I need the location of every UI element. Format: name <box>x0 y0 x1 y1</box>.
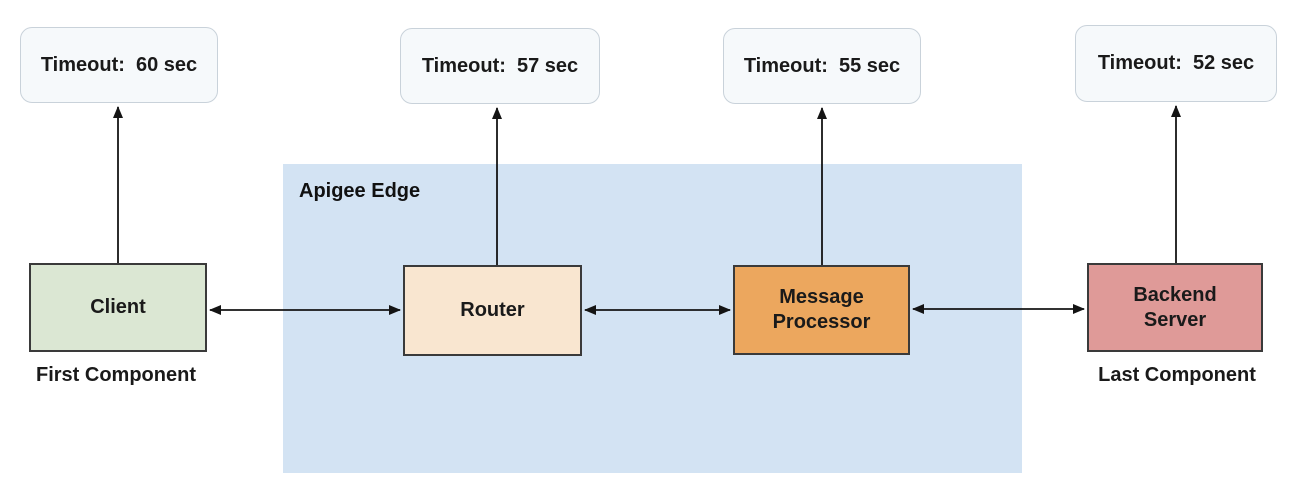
apigee-edge-region: Apigee Edge <box>283 164 1022 473</box>
timeout-pill-client: Timeout: 60 sec <box>20 27 218 103</box>
apigee-edge-label: Apigee Edge <box>299 180 421 202</box>
timeout-pill-router: Timeout: 57 sec <box>400 28 600 104</box>
last-component-label: Last Component <box>1098 364 1256 386</box>
client-box: Client <box>29 263 207 352</box>
timeout-pill-router-label: Timeout: 57 sec <box>421 54 579 77</box>
message-processor-box: Message Processor <box>733 265 910 355</box>
router-box: Router <box>403 265 582 356</box>
client-label: Client <box>90 296 146 318</box>
message-processor-label: Message Processor <box>772 286 871 333</box>
router-label: Router <box>460 299 525 321</box>
timeout-pill-message-processor-label: Timeout: 55 sec <box>743 54 901 77</box>
backend-server-box: Backend Server <box>1087 263 1263 352</box>
first-component-label: First Component <box>36 364 196 386</box>
timeout-pill-backend-server: Timeout: 52 sec <box>1075 25 1277 102</box>
backend-server-label: Backend Server <box>1133 283 1217 331</box>
timeout-pill-message-processor: Timeout: 55 sec <box>723 28 921 104</box>
timeout-pill-backend-server-label: Timeout: 52 sec <box>1097 52 1255 74</box>
timeout-pill-client-label: Timeout: 60 sec <box>40 53 198 76</box>
